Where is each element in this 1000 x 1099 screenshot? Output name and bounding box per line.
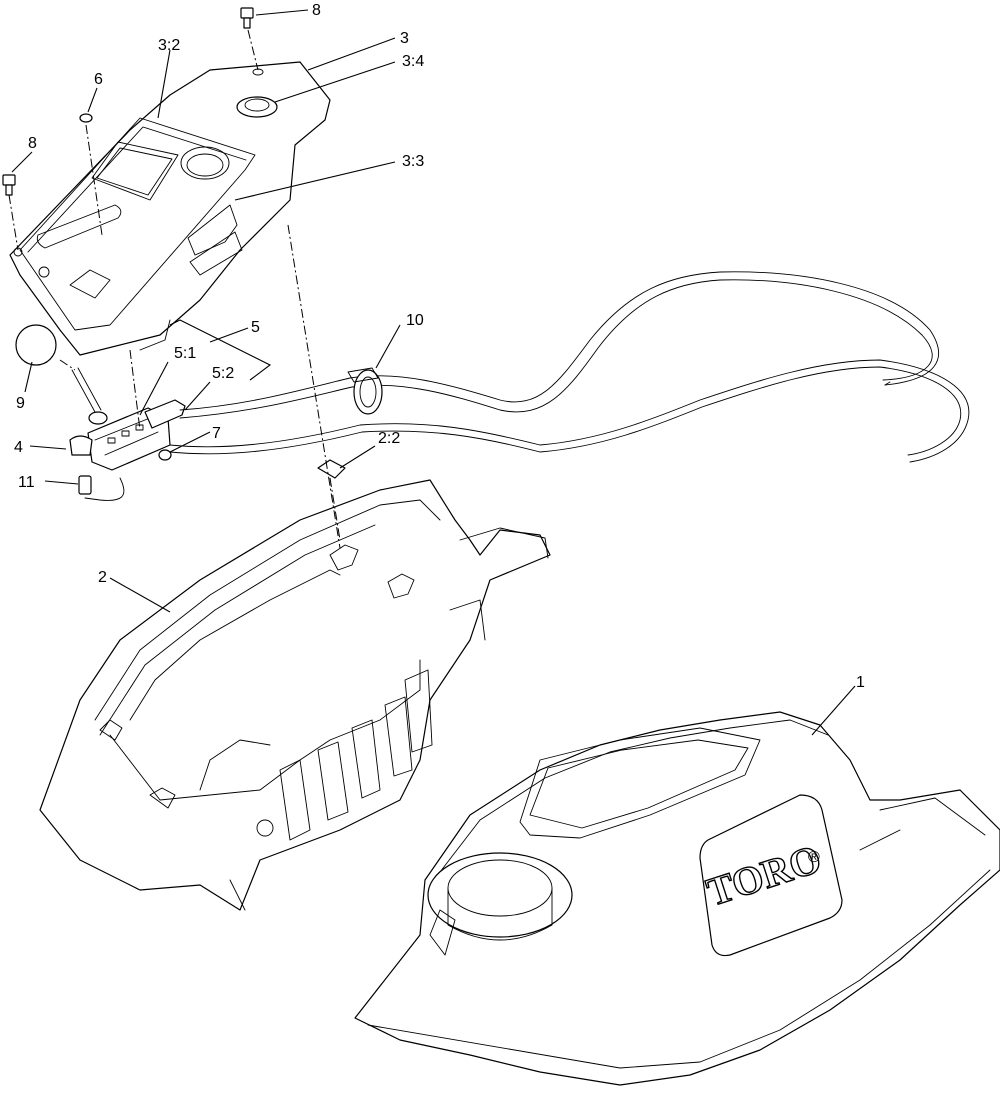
callout-9: 9 [16, 395, 25, 412]
callout-7: 7 [212, 425, 221, 442]
callouts: 8 3:2 3 3:4 6 8 3:3 5 10 5:1 5:2 9 4 7 2… [14, 2, 865, 691]
callout-6: 6 [94, 71, 103, 88]
callout-10: 10 [406, 312, 424, 329]
alignment-lines [8, 29, 341, 549]
callout-1: 1 [856, 674, 865, 691]
callout-3-2: 3:2 [158, 37, 180, 54]
part-5-throttle-control [15, 271, 970, 501]
callout-8-top: 8 [312, 2, 321, 19]
callout-4: 4 [14, 439, 23, 456]
callout-5: 5 [251, 319, 260, 336]
part-3-control-panel [9, 61, 331, 356]
leader-lines [11, 9, 856, 736]
callout-2: 2 [98, 569, 107, 586]
part-1-console-cover: TORO ® [354, 711, 1000, 1086]
callout-3-3: 3:3 [402, 153, 424, 170]
registered-mark: ® [808, 849, 820, 866]
callout-3-4: 3:4 [402, 53, 424, 70]
callout-11: 11 [18, 474, 35, 491]
callout-8-left: 8 [28, 135, 37, 152]
part-2-frame [39, 479, 551, 911]
callout-5-1: 5:1 [174, 345, 196, 362]
hardware [2, 7, 346, 479]
callout-5-2: 5:2 [212, 365, 234, 382]
callout-3: 3 [400, 30, 409, 47]
callout-2-2: 2:2 [378, 430, 400, 447]
